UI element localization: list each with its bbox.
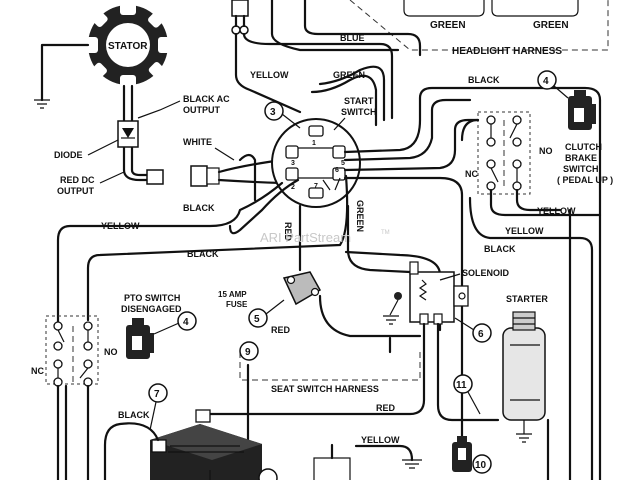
bottom-middle-wiring: [313, 443, 422, 480]
white-label: WHITE: [183, 137, 212, 147]
clutch-label-2: BRAKE: [565, 153, 597, 163]
solenoid-label: SOLENOID: [462, 268, 510, 278]
clutch-brake-switch-schematic: [477, 111, 531, 195]
watermark: ARI PartStream: [260, 230, 351, 245]
callout-7-circle: [148, 383, 168, 403]
item-10-switch-icon: [452, 436, 472, 472]
red-label-vertical: RED: [283, 222, 293, 242]
stator: STATOR: [86, 3, 170, 87]
stator-output-leads: [117, 84, 139, 172]
headlight-harness-label: HEADLIGHT HARNESS: [452, 46, 562, 57]
callout-11: 11: [456, 380, 467, 391]
pto-switch-schematic: [45, 315, 99, 480]
clutch-label-3: SWITCH: [563, 164, 599, 174]
battery-negative-wire: [103, 422, 160, 480]
callout-9-circle: [239, 341, 259, 361]
black-label-battery: BLACK: [118, 410, 150, 420]
stator-connector: [122, 158, 284, 187]
red-dc-output-label-2: OUTPUT: [57, 186, 95, 196]
diode-label: DIODE: [54, 150, 83, 160]
blue-label: BLUE: [340, 33, 365, 43]
yellow-label-bottom: YELLOW: [361, 435, 400, 445]
callout-4-pto-circle: [177, 311, 197, 331]
yellow-label-left: YELLOW: [101, 221, 140, 231]
ss-terminal-2: 2: [291, 184, 295, 191]
black-label-right: BLACK: [468, 75, 500, 85]
nc-label-clutch: NC: [465, 169, 478, 179]
green-label-headlight-left: GREEN: [430, 20, 466, 31]
headlight-harness-box: GREEN GREEN HEADLIGHT HARNESS: [349, 0, 609, 57]
ss-terminal-3: 3: [291, 160, 295, 167]
clutch-label-4: ( PEDAL UP ): [557, 175, 613, 185]
callout-10: 10: [475, 460, 487, 471]
seat-switch-harness-label: SEAT SWITCH HARNESS: [271, 384, 379, 394]
top-plug: [231, 0, 249, 35]
fuse-label-1: 15 AMP: [218, 290, 247, 299]
starter: [502, 311, 546, 443]
start-switch-label-1: START: [344, 96, 374, 106]
callout-4-clutch: 4: [543, 76, 549, 87]
callout-9: 9: [245, 347, 251, 358]
black-ac-output-label-2: OUTPUT: [183, 105, 221, 115]
callout-6-circle: [472, 323, 492, 343]
start-switch-right-wiring: [228, 86, 602, 480]
black-label-left: BLACK: [183, 203, 215, 213]
ss-terminal-1: 1: [312, 140, 316, 147]
watermark-tm: TM: [381, 230, 390, 236]
callout-4-pto: 4: [183, 317, 189, 328]
black-label-mid: BLACK: [187, 249, 219, 259]
no-label-pto: NO: [104, 347, 118, 357]
top-wiring: [234, 0, 422, 127]
stator-ground: [34, 43, 90, 109]
solenoid: [383, 261, 469, 325]
black-ac-output-label-1: BLACK AC: [183, 94, 230, 104]
red-label-seat: RED: [376, 403, 396, 413]
pto-switch-label-1: PTO SWITCH: [124, 293, 180, 303]
green-label-top: GREEN: [333, 70, 365, 80]
green-label-vertical: GREEN: [355, 200, 365, 232]
callout-6: 6: [478, 329, 484, 340]
fuse: [282, 271, 322, 306]
yellow-label-right: YELLOW: [537, 206, 576, 216]
nc-label-pto: NC: [31, 366, 44, 376]
green-label-headlight-right: GREEN: [533, 20, 569, 31]
pto-switch-icon: [126, 318, 154, 359]
black-label-mid-right: BLACK: [484, 244, 516, 254]
callout-5-circle: [248, 308, 268, 328]
starter-label: STARTER: [506, 294, 548, 304]
ss-terminal-6: 6: [335, 167, 339, 174]
callout-7: 7: [154, 389, 160, 400]
callout-4-clutch-circle: [537, 70, 557, 90]
battery: [150, 409, 262, 480]
start-switch: 1 3 5 6 2 7: [271, 118, 361, 208]
red-label-fuse: RED: [271, 325, 291, 335]
callout-8-circle-partial: [258, 468, 278, 480]
red-dc-output-label-1: RED DC: [60, 175, 95, 185]
fuse-label-2: FUSE: [226, 300, 248, 309]
start-switch-label-2: SWITCH: [341, 107, 377, 117]
callout-3-circle: [264, 101, 284, 121]
callout-10-circle: [472, 454, 492, 474]
ss-terminal-7: 7: [314, 183, 318, 190]
yellow-label-top: YELLOW: [250, 70, 289, 80]
callout-5: 5: [254, 314, 260, 325]
clutch-label-1: CLUTCH: [565, 142, 602, 152]
stator-label: STATOR: [108, 41, 148, 52]
ss-terminal-5: 5: [341, 160, 345, 167]
yellow-label-right-2: YELLOW: [505, 226, 544, 236]
pto-switch-label-2: DISENGAGED: [121, 304, 182, 314]
red-green-vertical-wiring: [298, 204, 422, 338]
clutch-lower-wiring: [460, 118, 602, 480]
clutch-switch-icon: [568, 90, 596, 130]
no-label-clutch: NO: [539, 146, 553, 156]
callout-3: 3: [270, 107, 276, 118]
solenoid-lower-wiring: [206, 322, 500, 422]
callout-11-circle: [453, 374, 473, 394]
